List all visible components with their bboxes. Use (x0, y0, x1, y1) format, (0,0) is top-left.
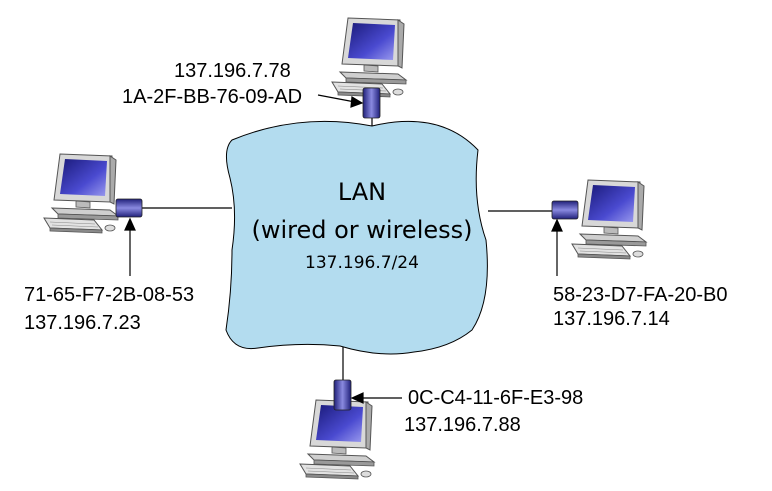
host-left-mac: 71-65-F7-2B-08-53 (24, 284, 195, 306)
lan-subnet: 137.196.7/24 (305, 253, 419, 273)
network-adapter-icon (362, 87, 381, 119)
lan-cloud (225, 120, 488, 355)
network-adapter-icon (333, 379, 352, 411)
host-bottom-mac: 0C-C4-11-6F-E3-98 (408, 387, 584, 409)
lan-title: LAN (337, 178, 387, 206)
host-right-mac: 58-23-D7-FA-20-B0 (553, 284, 728, 306)
arrow-top (317, 94, 356, 103)
host-left-ip: 137.196.7.23 (24, 312, 141, 334)
network-adapter-icon (115, 198, 143, 218)
host-bottom-ip: 137.196.7.88 (404, 414, 521, 436)
host-top-mac: 1A-2F-BB-76-09-AD (122, 86, 303, 108)
lan-subtitle: (wired or wireless) (251, 216, 473, 244)
desktop-computer-icon (299, 399, 375, 480)
desktop-computer-icon (331, 17, 407, 98)
desktop-computer-icon (571, 179, 647, 260)
network-adapter-icon (551, 200, 579, 220)
host-top-ip: 137.196.7.78 (174, 60, 291, 82)
desktop-computer-icon (43, 153, 119, 234)
host-right-ip: 137.196.7.14 (553, 308, 670, 330)
